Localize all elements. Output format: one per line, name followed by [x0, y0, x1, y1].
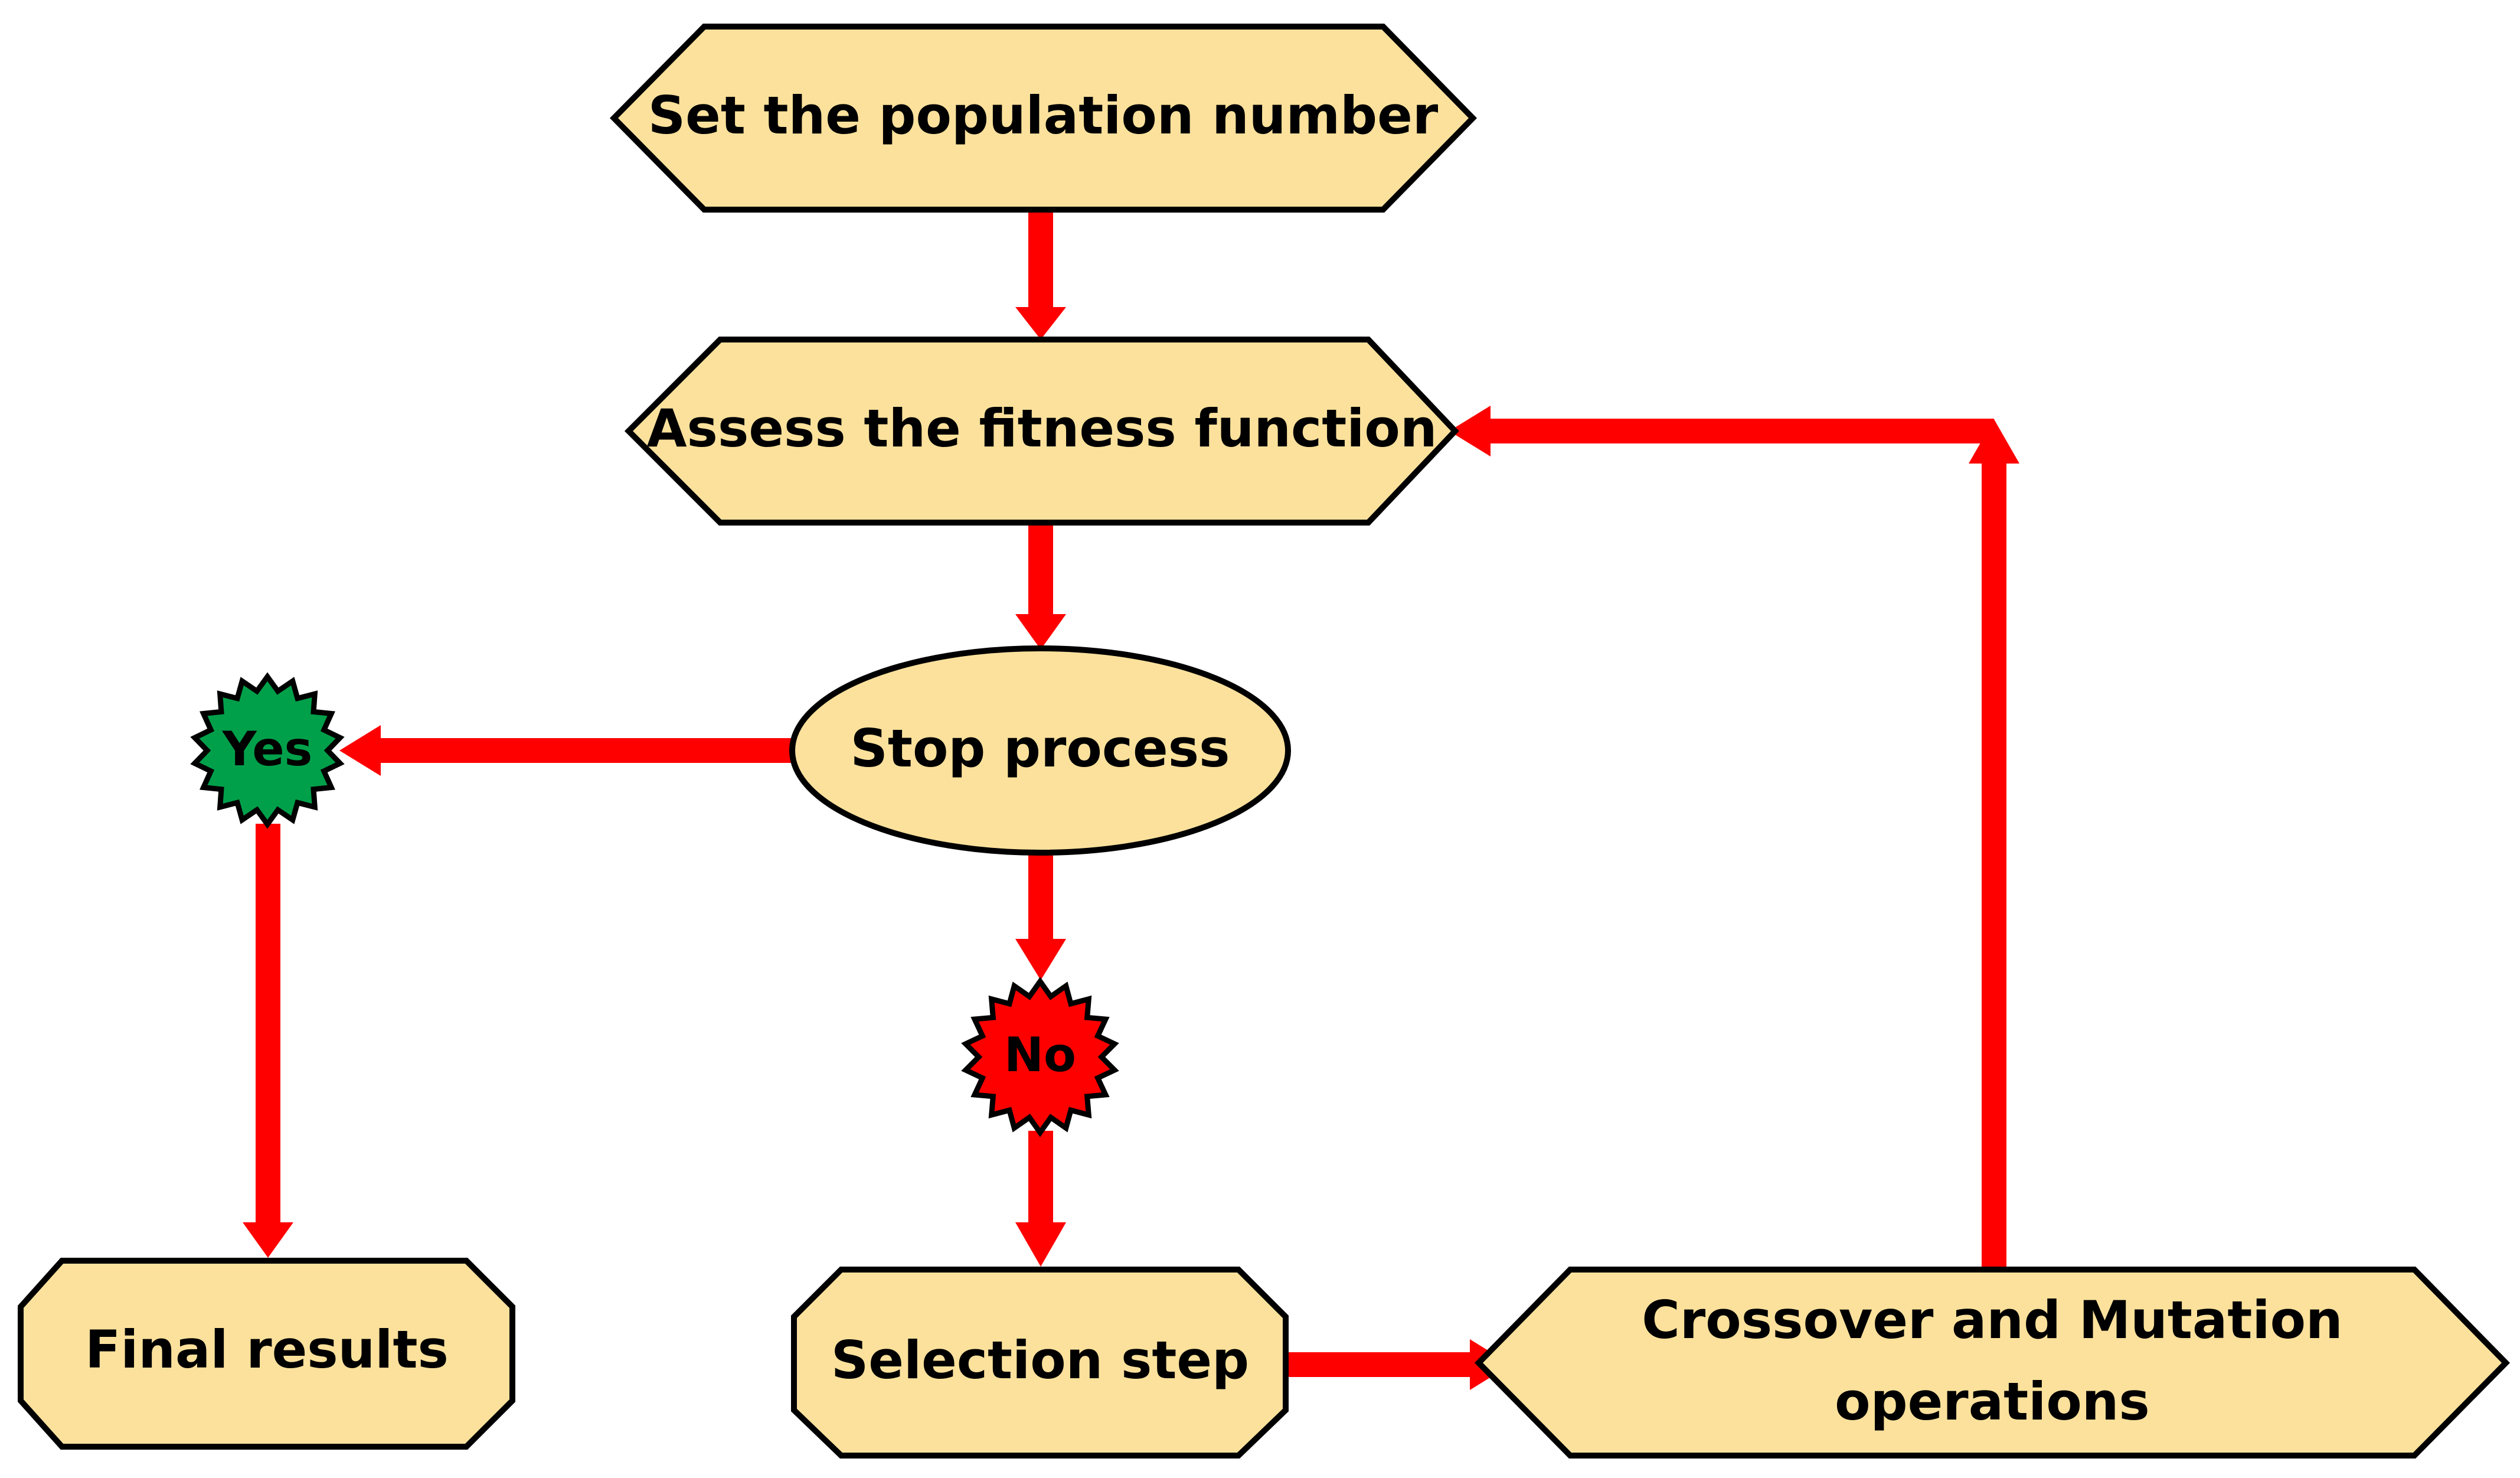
arrow-shaft [1028, 523, 1053, 617]
arrow-shaft-vertical [1982, 461, 2006, 1275]
arrow-shaft [1028, 210, 1053, 310]
node-set-population: Set the population number [609, 24, 1478, 213]
arrow-head [243, 1222, 293, 1258]
hexagon-shape [1474, 1267, 2511, 1459]
no-label: No [1004, 1027, 1076, 1082]
arrow-shaft-horizontal [1488, 419, 1994, 443]
arrow-crossover-to-assess [1449, 406, 2019, 1275]
arrow-shaft [378, 738, 798, 763]
arrow-no-to-selection [1015, 1131, 1066, 1267]
badge-no: No [961, 977, 1119, 1137]
octagon-shape [791, 1267, 1289, 1459]
octagon-shape [18, 1258, 515, 1450]
node-assess-fitness: Assess the fitness function [624, 337, 1459, 526]
set-population-label: Set the population number [648, 85, 1439, 146]
node-selection-step: Selection step [791, 1267, 1289, 1459]
hexagon-shape [624, 337, 1459, 526]
arrow-stop-to-yes [339, 725, 798, 776]
badge-yes: Yes [190, 672, 345, 829]
assess-fitness-label: Assess the fitness function [646, 398, 1437, 459]
yes-label: Yes [222, 722, 312, 776]
arrow-head [1015, 614, 1066, 650]
final-results-label: Final results [85, 1319, 449, 1380]
arrow-assess-to-stop [1015, 523, 1066, 650]
arrow-set-to-assess [1015, 210, 1066, 340]
arrows [243, 210, 2019, 1390]
arrow-shaft [1028, 853, 1053, 942]
arrow-head [1015, 1222, 1066, 1267]
node-stop-process: Stop process [789, 645, 1291, 856]
arrow-stop-to-no [1015, 853, 1066, 980]
hexagon-shape [609, 24, 1478, 213]
arrow-shaft [256, 824, 280, 1225]
arrow-head-left [1449, 406, 1491, 456]
selection-step-label: Selection step [831, 1330, 1249, 1391]
arrow-yes-to-final [243, 824, 293, 1258]
node-crossover-mutation: Crossover and Mutation operations [1474, 1267, 2511, 1459]
arrow-head [1015, 307, 1066, 340]
arrow-shaft [1286, 1352, 1475, 1377]
node-final-results: Final results [18, 1258, 515, 1450]
crossover-label-line1: Crossover and Mutation [1642, 1290, 2342, 1350]
crossover-label-line2: operations [1835, 1371, 2150, 1432]
starburst-shape [190, 672, 345, 829]
ellipse-shape [789, 645, 1291, 856]
arrow-shaft [1028, 1131, 1053, 1225]
starburst-shape [961, 977, 1119, 1137]
arrow-head [1015, 939, 1066, 980]
arrow-head [339, 725, 381, 776]
stop-process-label: Stop process [851, 718, 1230, 779]
